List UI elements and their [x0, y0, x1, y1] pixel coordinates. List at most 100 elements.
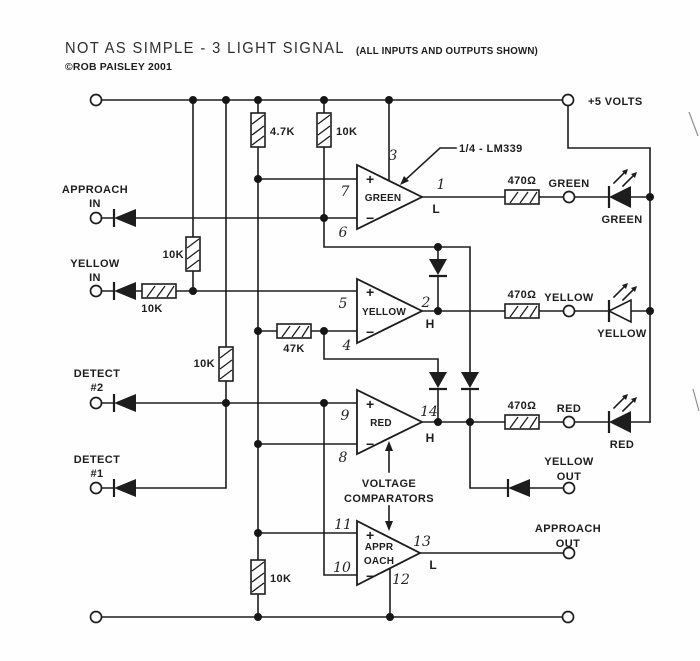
input-label-line1: DETECT	[74, 454, 120, 466]
lm339-callout: 1/4 - LM339	[400, 143, 522, 185]
junction-dot	[434, 243, 442, 251]
resistor-label: 4.7K	[270, 126, 295, 138]
pin-label-7: 7	[341, 184, 350, 200]
pin-label-11: 11	[334, 517, 352, 533]
page-subtitle: (ALL INPUTS AND OUTPUTS SHOWN)	[356, 45, 538, 57]
input-label-line1: YELLOW	[70, 258, 120, 270]
plus5-label: +5 VOLTS	[588, 96, 643, 108]
resistor-10k-approach-pullup: 10K	[316, 112, 357, 148]
pin-label-4: 4	[342, 338, 352, 354]
junction-dot	[385, 96, 393, 104]
comparator-name: RED	[370, 418, 392, 429]
scan-artifact	[688, 111, 699, 137]
comparator-name-line1: APPR	[365, 542, 394, 553]
note-arrow-down-head	[385, 521, 393, 531]
comparator-green: + − GREEN 7 6 3 1 L	[339, 148, 446, 241]
terminal-plus5-right	[561, 93, 575, 107]
terminal-detect2	[89, 396, 103, 410]
resistor-10k-ref-bottom: 10K	[250, 559, 291, 595]
pin-label-2: 2	[421, 295, 431, 311]
junction-dots	[189, 96, 654, 621]
junction-dot	[466, 418, 474, 426]
resistor-470-green: 470Ω	[504, 175, 540, 205]
comparator-approach: + − APPR OACH 11 10 13 12 L	[333, 517, 437, 588]
comparator-green-body	[356, 163, 425, 231]
comparator-name: YELLOW	[362, 307, 406, 318]
resistor-47k: 47K	[276, 323, 312, 355]
junction-dot	[189, 96, 197, 104]
diode-yellow-out	[506, 477, 532, 499]
input-approach-in: APPROACH IN	[62, 184, 358, 229]
resistor-label: 10K	[336, 126, 357, 138]
input-detect2: DETECT #2	[74, 368, 358, 414]
led-red-label: RED	[610, 439, 634, 451]
minus-sign: −	[366, 568, 374, 584]
input-label-line2: IN	[89, 198, 101, 210]
callout-leader-line	[401, 147, 457, 184]
output-row-green: 470Ω GREEN GREEN	[421, 169, 651, 226]
input-label-line2: #1	[90, 468, 103, 480]
pin-label-9: 9	[341, 408, 350, 424]
resistor-label: 10K	[141, 303, 162, 315]
resistor-label: 470Ω	[508, 175, 537, 187]
junction-dot	[254, 440, 262, 448]
output-state-label: H	[426, 317, 435, 331]
header: NOT AS SIMPLE - 3 LIGHT SIGNAL (ALL INPU…	[65, 40, 538, 73]
terminal-approach-in	[89, 211, 103, 225]
output-row-approach: APPROACH OUT	[419, 523, 601, 560]
terminal-yellow-out	[562, 481, 576, 495]
input-label-line1: DETECT	[74, 368, 120, 380]
terminal-green	[562, 190, 576, 204]
junction-dot	[320, 399, 328, 407]
junction-dot	[254, 175, 262, 183]
pin-label-14: 14	[420, 404, 438, 420]
approach-out-label-line2: OUT	[556, 538, 580, 550]
callout-arrowhead	[400, 176, 409, 185]
note-arrow-up-head	[385, 441, 393, 451]
minus-sign: −	[366, 324, 374, 340]
detect-to-approach-minus-wire	[323, 402, 358, 576]
output-state-label: L	[432, 202, 439, 216]
pin-label-8: 8	[339, 450, 348, 466]
scan-artifacts	[688, 111, 700, 412]
terminal-yellow	[562, 304, 576, 318]
junction-dot	[386, 613, 394, 621]
input-label-line2: IN	[89, 272, 101, 284]
junction-dot	[646, 307, 654, 315]
led-red	[609, 394, 637, 433]
comparator-yellow: + − YELLOW 5 4 2 H	[339, 277, 435, 354]
bottom-ground-rail	[89, 610, 575, 624]
diode-green-to-yellow	[427, 257, 449, 278]
led-supply-feed-wire	[567, 104, 651, 423]
pin-label-12: 12	[392, 572, 410, 588]
plus-sign: +	[366, 396, 374, 412]
output-state-label: L	[429, 558, 436, 572]
diode-green-to-red	[459, 370, 481, 391]
led-green	[609, 169, 637, 208]
yellow-minus-branch-wire	[323, 330, 439, 423]
led-yellow-label: YELLOW	[597, 328, 647, 340]
resistor-470-red: 470Ω	[504, 400, 540, 430]
green-minus-branch-wire	[323, 217, 471, 423]
diode-detect1	[112, 477, 138, 499]
output-row-yellow: 470Ω YELLOW YELLOW	[421, 283, 651, 340]
terminal-ground-right	[561, 610, 575, 624]
terminal-approach-out	[562, 546, 576, 560]
resistor-10k-yellow-pullup: 10K	[163, 236, 201, 272]
comparator-name: GREEN	[365, 193, 402, 204]
junction-dot	[254, 529, 262, 537]
plus-sign: +	[366, 171, 374, 187]
resistor-label: 470Ω	[508, 400, 537, 412]
diode-detect2	[112, 392, 138, 414]
note-line1: VOLTAGE	[362, 478, 416, 490]
resistor-label: 10K	[194, 358, 215, 370]
resistor-label: 470Ω	[508, 289, 537, 301]
comparator-name-line2: OACH	[364, 556, 394, 567]
resistor-label: 10K	[270, 573, 291, 585]
bus-yellow-pullup: 10K	[163, 99, 201, 292]
comparator-red: + − RED 9 8 14 H	[339, 388, 438, 466]
scan-artifact	[692, 388, 700, 412]
output-row-red: 470Ω RED RED	[421, 394, 651, 451]
yellow-out-label-line2: OUT	[557, 471, 581, 483]
